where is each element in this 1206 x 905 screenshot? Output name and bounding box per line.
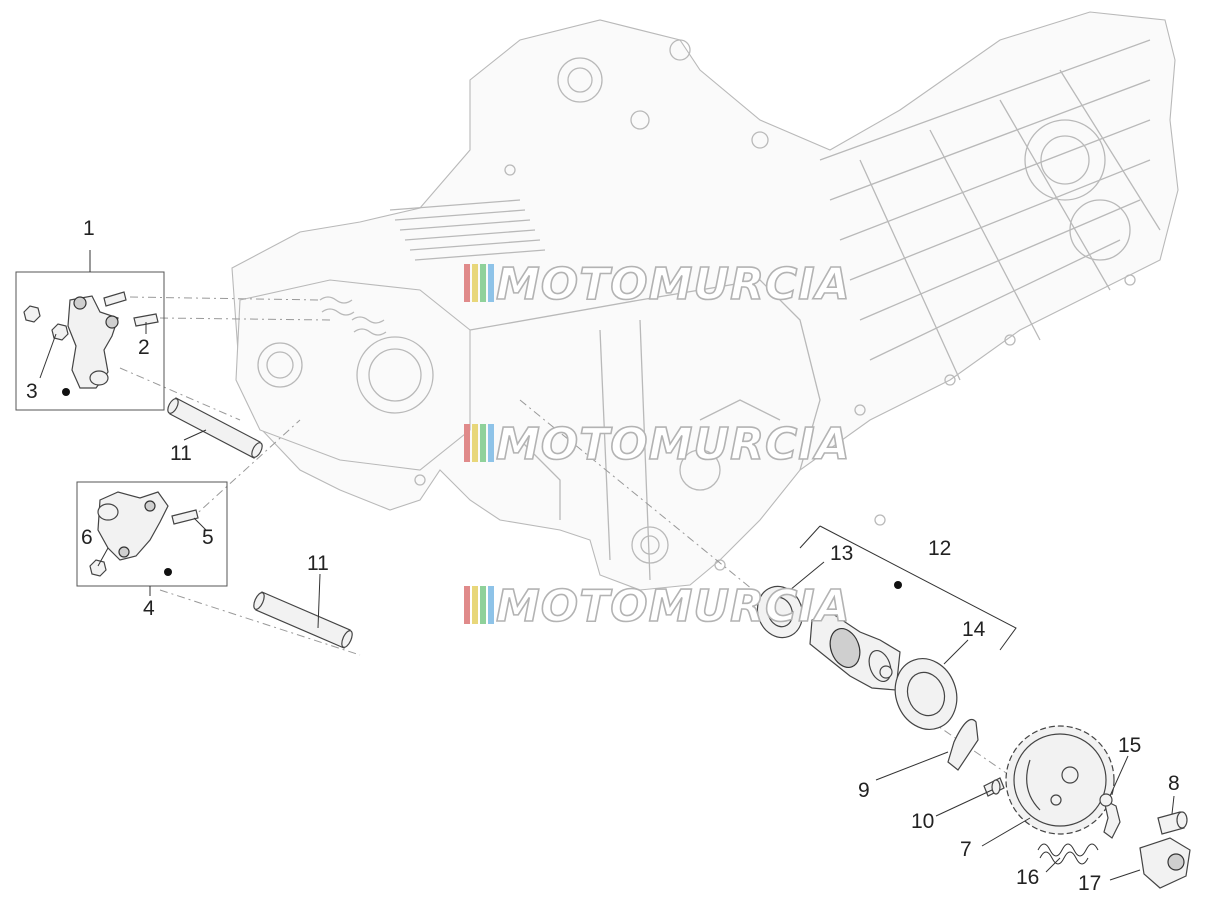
callout-5: 5 [202,526,214,549]
rocker-shaft-lower [253,591,353,649]
callout-13: 13 [830,542,853,565]
assembly-axis-lines [119,296,1061,811]
rocker-shaft-upper [167,397,263,459]
watermark-top: MOTOMURCIA [464,258,851,311]
callout-4: 4 [143,597,155,620]
watermark-text: MOTOMURCIA [496,259,851,310]
camshaft-assembly-group [756,525,1017,730]
callout-11-lower: 11 [307,552,329,575]
callout-10: 10 [911,810,934,833]
callout-8: 8 [1168,772,1180,795]
screw-8 [1157,811,1188,835]
watermark-bottom: MOTOMURCIA [464,580,851,633]
watermark-text: MOTOMURCIA [496,581,851,632]
camshaft-dot-marker [894,581,902,589]
callout-2: 2 [138,336,150,359]
group-1-dot-marker [62,388,70,396]
callout-14: 14 [962,618,986,641]
callout-15: 15 [1118,734,1141,757]
washer-screw-10 [983,777,1005,797]
spring-16 [1037,843,1099,865]
camshaft [809,581,902,691]
watermark-middle: MOTOMURCIA [464,418,851,471]
callout-7: 7 [960,838,972,861]
bearing-13 [756,585,804,639]
callout-11-upper: 11 [170,442,192,465]
callout-labels: 1 2 3 4 5 6 7 8 9 10 11 11 12 13 14 15 1… [26,217,1180,895]
watermark-text: MOTOMURCIA [496,419,851,470]
callout-9: 9 [858,779,870,802]
callout-1: 1 [83,217,95,240]
bracket-17 [1139,837,1191,889]
callout-17: 17 [1078,872,1101,895]
callout-6: 6 [81,526,93,549]
callout-12: 12 [928,537,951,560]
group-4-frame [76,481,228,587]
bearing-14 [894,658,958,730]
decompressor-weight [947,718,979,771]
callout-16: 16 [1016,866,1039,889]
group-4-dot-marker [164,568,172,576]
rocker-arm-group-lower [76,481,228,587]
callout-3: 3 [26,380,38,403]
decompressor-spring-15 [1099,793,1121,839]
callout-leaders [39,250,1175,881]
rocker-arm-group-upper [15,271,165,411]
camshaft-sprocket [1005,725,1115,835]
